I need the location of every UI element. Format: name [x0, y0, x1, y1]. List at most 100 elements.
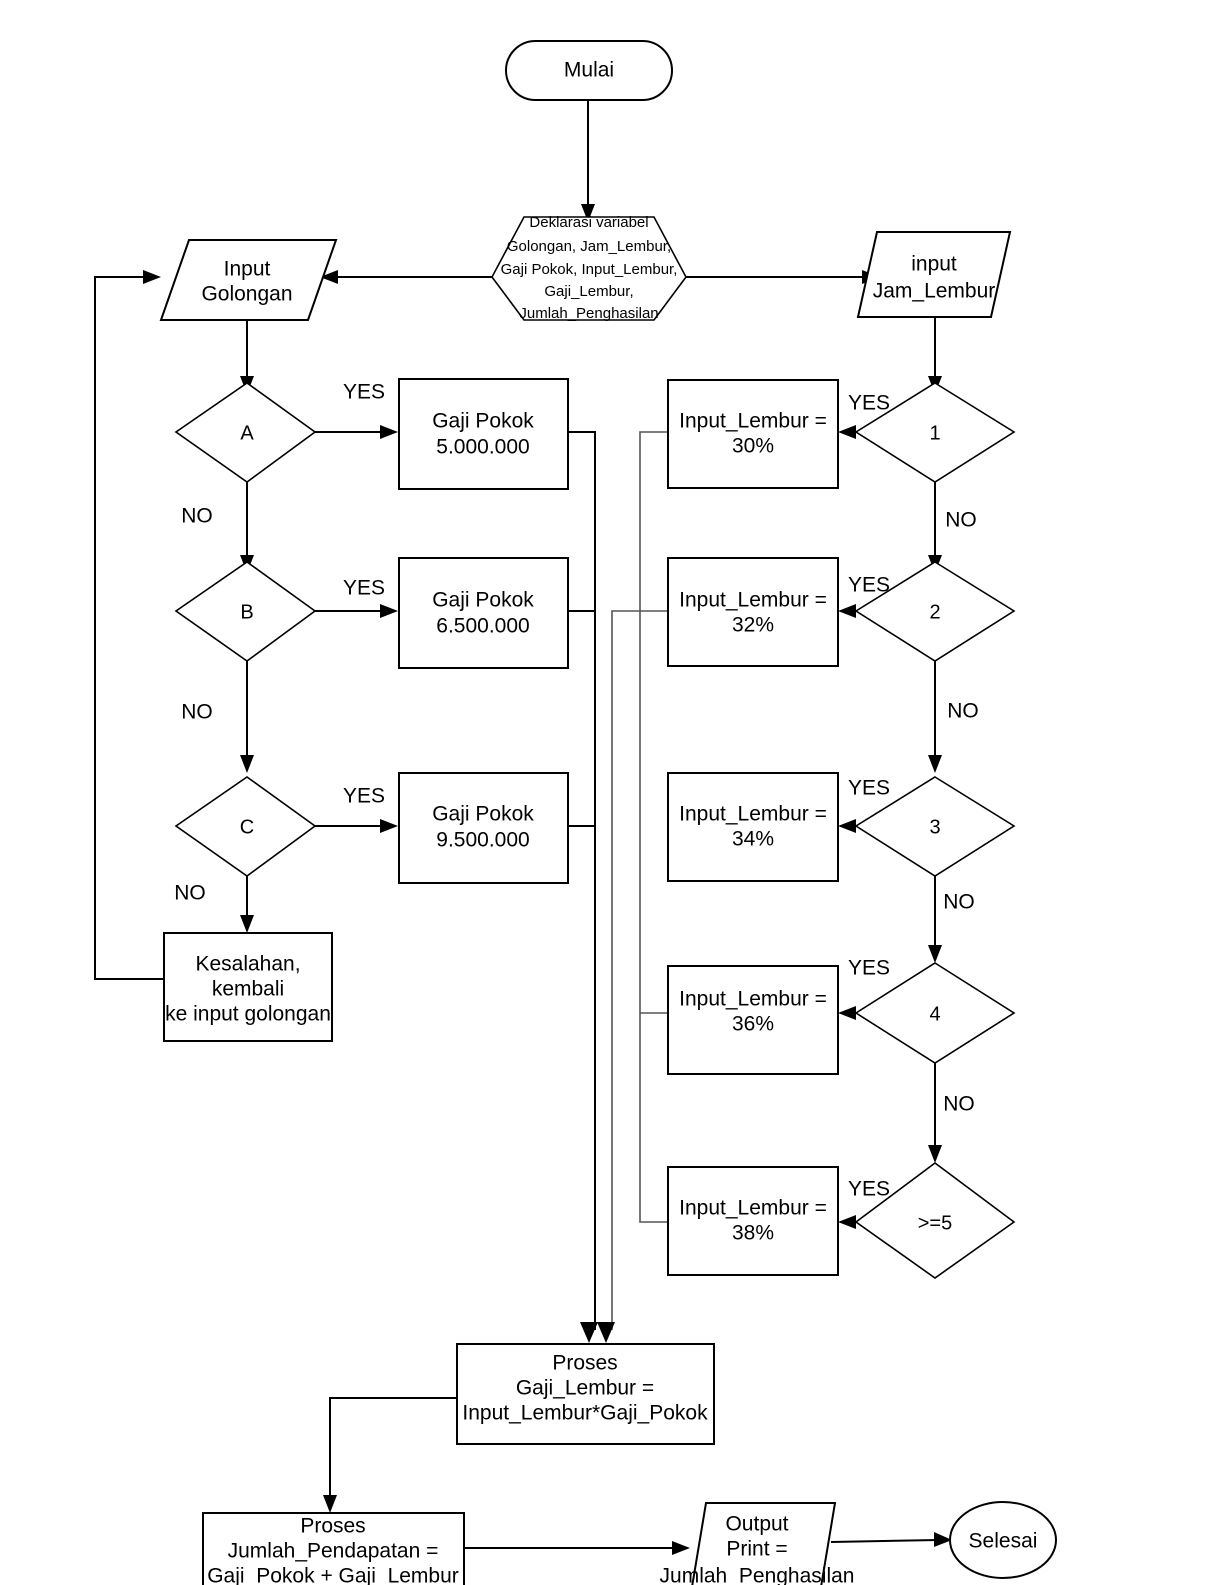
node-lembur-5[interactable]: Input_Lembur = 38%: [667, 1166, 839, 1276]
arrow-jumlah-to-output: [672, 1541, 690, 1555]
decision-1-label: 1: [929, 422, 940, 444]
arrow-d2-no: [928, 755, 942, 773]
node-proses-jumlah[interactable]: Proses Jumlah_Pendapatan = Gaji_Pokok + …: [202, 1512, 465, 1585]
arrow-d2-yes: [838, 604, 856, 618]
lembur-4-line2: 36%: [732, 1013, 774, 1036]
gaji-pokok-b-line1: Gaji Pokok: [432, 589, 534, 612]
gaji-pokok-b-line2: 6.500.000: [436, 615, 529, 638]
node-end[interactable]: Selesai: [949, 1501, 1057, 1579]
arrow-d3-no: [928, 945, 942, 963]
gaji-pokok-a-line1: Gaji Pokok: [432, 410, 534, 433]
lembur-2-shape: [667, 557, 839, 667]
node-decision-1[interactable]: 1: [854, 382, 1016, 483]
node-gaji-pokok-b[interactable]: Gaji Pokok 6.500.000: [398, 557, 569, 669]
decision-3-shape: [854, 776, 1016, 877]
lembur-4-line1: Input_Lembur =: [679, 988, 827, 1011]
node-lembur-1[interactable]: Input_Lembur = 30%: [667, 379, 839, 489]
node-declaration[interactable]: Deklarasi variabel Golongan, Jam_Lembur,…: [491, 214, 687, 322]
edge-error-loopback: [94, 276, 164, 980]
node-lembur-2[interactable]: Input_Lembur = 32%: [667, 557, 839, 667]
decision-4-label: 4: [929, 1003, 940, 1025]
arrow-d3-yes: [838, 819, 856, 833]
declaration-line4: Gaji_Lembur,: [544, 283, 633, 300]
arrow-error-loopback: [143, 270, 161, 284]
output-print-line3: Jumlah_Penghasilan: [660, 1565, 855, 1585]
node-start[interactable]: Mulai: [505, 40, 673, 101]
decision-2-shape: [854, 561, 1016, 662]
start-terminator-shape: [505, 40, 673, 101]
end-label: Selesai: [969, 1530, 1038, 1553]
label-d2-yes: YES: [848, 574, 890, 597]
declaration-line2: Golongan, Jam_Lembur,: [507, 238, 671, 255]
end-terminator-shape: [949, 1501, 1057, 1579]
edge-output-to-end: [830, 1539, 939, 1543]
input-jam-lembur-line1: input: [911, 253, 957, 276]
proses-jumlah-line1: Proses: [300, 1515, 365, 1538]
gaji-pokok-c-line1: Gaji Pokok: [432, 803, 534, 826]
arrow-d4-no: [928, 1145, 942, 1163]
gaji-pokok-a-line2: 5.000.000: [436, 436, 529, 459]
node-error[interactable]: Kesalahan, kembali ke input golongan: [163, 932, 333, 1042]
node-decision-5[interactable]: >=5: [854, 1162, 1016, 1279]
lembur-2-line2: 32%: [732, 614, 774, 637]
output-print-line2: Print =: [726, 1538, 787, 1561]
node-gaji-pokok-a[interactable]: Gaji Pokok 5.000.000: [398, 378, 569, 490]
node-lembur-3[interactable]: Input_Lembur = 34%: [667, 772, 839, 882]
node-decision-4[interactable]: 4: [854, 962, 1016, 1064]
label-d4-yes: YES: [848, 957, 890, 980]
declaration-line1: Deklarasi variabel: [529, 214, 648, 231]
edge-gaji-a-merge: [568, 431, 596, 1330]
label-b-no: NO: [181, 701, 213, 724]
arrow-d4-yes: [838, 1006, 856, 1020]
node-decision-b[interactable]: B: [174, 561, 317, 662]
node-input-golongan[interactable]: Input Golongan: [159, 239, 338, 321]
gaji-pokok-c-line2: 9.500.000: [436, 829, 529, 852]
label-d5-yes: YES: [848, 1178, 890, 1201]
edge-proses-to-jumlah: [329, 1397, 457, 1500]
lembur-5-line1: Input_Lembur =: [679, 1197, 827, 1220]
lembur-1-line2: 30%: [732, 435, 774, 458]
lembur-5-line2: 38%: [732, 1222, 774, 1245]
arrow-declaration-to-input-golongan: [320, 270, 338, 284]
input-golongan-shape: [159, 239, 338, 321]
node-proses-gaji-lembur[interactable]: Proses Gaji_Lembur = Input_Lembur*Gaji_P…: [456, 1343, 715, 1445]
node-gaji-pokok-c[interactable]: Gaji Pokok 9.500.000: [398, 772, 569, 884]
label-d1-yes: YES: [848, 392, 890, 415]
arrow-proses-to-jumlah: [323, 1495, 337, 1513]
lembur-1-line1: Input_Lembur =: [679, 410, 827, 433]
node-decision-2[interactable]: 2: [854, 561, 1016, 662]
input-jam-lembur-shape: [856, 231, 1012, 318]
decision-a-label: A: [240, 422, 254, 444]
node-lembur-4[interactable]: Input_Lembur = 36%: [667, 965, 839, 1075]
decision-2-label: 2: [929, 601, 940, 623]
gaji-pokok-a-shape: [398, 378, 569, 490]
decision-c-shape: [174, 776, 317, 877]
decision-1-shape: [854, 382, 1016, 483]
arrow-b-no: [240, 755, 254, 773]
node-output-print[interactable]: Output Print = Jumlah_Penghasilan: [660, 1502, 855, 1585]
arrow-d5-yes: [838, 1215, 856, 1229]
lembur-5-shape: [667, 1166, 839, 1276]
input-jam-lembur-line2: Jam_Lembur: [873, 280, 996, 303]
node-input-jam-lembur[interactable]: input Jam_Lembur: [856, 231, 1012, 318]
arrow-gaji-to-proses: [580, 1322, 598, 1343]
label-b-yes: YES: [343, 577, 385, 600]
arrow-output-to-end: [934, 1532, 952, 1547]
arrow-c-no: [240, 915, 254, 933]
arrow-d1-yes: [838, 425, 856, 439]
decision-b-shape: [174, 561, 317, 662]
lembur-3-line2: 34%: [732, 828, 774, 851]
lembur-2-line1: Input_Lembur =: [679, 589, 827, 612]
output-print-shape: [691, 1502, 837, 1585]
node-decision-a[interactable]: A: [174, 382, 317, 483]
decision-5-label: >=5: [918, 1212, 952, 1234]
node-decision-3[interactable]: 3: [854, 776, 1016, 877]
lembur-3-shape: [667, 772, 839, 882]
node-decision-c[interactable]: C: [174, 776, 317, 877]
lembur-4-shape: [667, 965, 839, 1075]
decision-b-label: B: [240, 601, 253, 623]
error-line2: kembali: [212, 978, 284, 1001]
lembur-3-line1: Input_Lembur =: [679, 803, 827, 826]
